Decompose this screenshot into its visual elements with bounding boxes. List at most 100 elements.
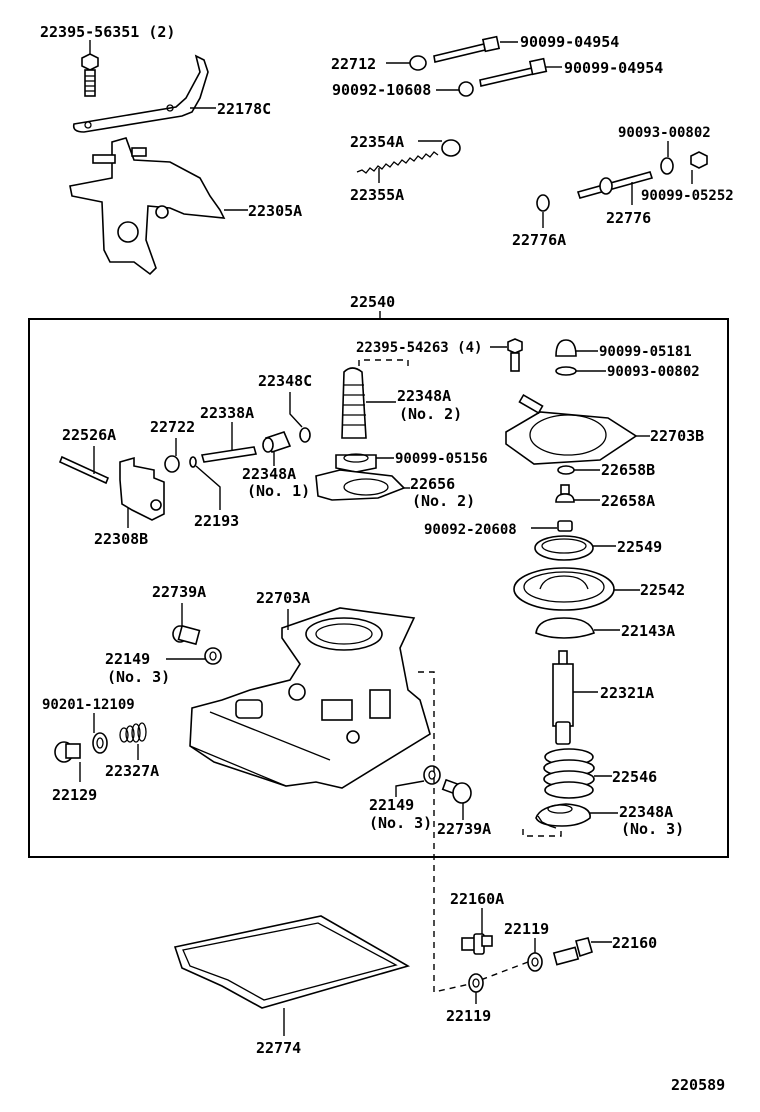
- label-22348A-no2[interactable]: 22348A: [397, 387, 451, 405]
- part-bolt-22395-54263: [490, 338, 523, 372]
- part-washer-90201-12109: [92, 713, 108, 754]
- part-spring-22546: [543, 748, 612, 799]
- part-screw-22776: [576, 171, 654, 205]
- label-90099-05156[interactable]: 90099-05156: [395, 451, 488, 467]
- part-gasket-22149-top: [166, 647, 222, 665]
- part-ring-22193: [189, 456, 221, 510]
- part-spring-22327A: [119, 722, 147, 760]
- label-22739A-bot[interactable]: 22739A: [437, 820, 491, 838]
- label-90092-20608[interactable]: 90092-20608: [424, 522, 517, 538]
- part-union-22160A: [461, 908, 493, 955]
- label-22658A[interactable]: 22658A: [601, 492, 655, 510]
- part-bolt-90099-04954-a: [433, 35, 518, 63]
- label-22143A[interactable]: 22143A: [621, 622, 675, 640]
- label-22149-top-sub[interactable]: (No. 3): [107, 668, 170, 686]
- part-bolt-22395-56351: [81, 40, 99, 97]
- label-90099-05252[interactable]: 90099-05252: [641, 188, 734, 204]
- label-90093-00802-top[interactable]: 90093-00802: [618, 125, 711, 141]
- part-nut-22712: [386, 55, 427, 71]
- part-lever-22308B: [119, 456, 165, 528]
- label-22160[interactable]: 22160: [612, 934, 657, 952]
- part-body-22703A: [189, 607, 431, 789]
- part-bolt-90099-04954-b: [479, 57, 562, 87]
- label-22354A[interactable]: 22354A: [350, 133, 404, 151]
- label-22703B[interactable]: 22703B: [650, 427, 704, 445]
- assembly-frame-22540: [28, 318, 729, 858]
- label-22776A[interactable]: 22776A: [512, 231, 566, 249]
- part-gasket-22774: [173, 915, 411, 1036]
- part-gear-22348A-no3: [535, 803, 618, 829]
- label-22739A-top[interactable]: 22739A: [152, 583, 206, 601]
- bracket-dashed: [358, 359, 409, 366]
- part-plug-22739A-top: [172, 603, 201, 646]
- label-22149-bot-sub[interactable]: (No. 3): [369, 814, 432, 832]
- part-plug-22739A-bot: [441, 778, 472, 820]
- label-90099-04954-a[interactable]: 90099-04954: [520, 33, 619, 51]
- part-nut-22722: [164, 438, 180, 473]
- label-22348A-no3-sub[interactable]: (No. 3): [621, 820, 684, 838]
- label-22395-54263[interactable]: 22395-54263 (4): [356, 340, 482, 356]
- label-22321A[interactable]: 22321A: [600, 684, 654, 702]
- label-22348A-no3[interactable]: 22348A: [619, 803, 673, 821]
- part-bracket-22178C: [72, 54, 216, 133]
- label-22160A[interactable]: 22160A: [450, 890, 504, 908]
- label-22327A[interactable]: 22327A: [105, 762, 159, 780]
- part-seat-22658A: [555, 484, 600, 503]
- label-22395-56351[interactable]: 22395-56351 (2): [40, 23, 175, 41]
- part-shaft-22321A: [552, 650, 598, 745]
- label-22549[interactable]: 22549: [617, 538, 662, 556]
- label-22348A-no1-sub[interactable]: (No. 1): [247, 482, 310, 500]
- label-22149-bot[interactable]: 22149: [369, 796, 414, 814]
- label-22722[interactable]: 22722: [150, 418, 195, 436]
- label-22355A[interactable]: 22355A: [350, 186, 404, 204]
- label-22119-b[interactable]: 22119: [446, 1007, 491, 1025]
- part-washer-22776A: [536, 194, 550, 228]
- label-90093-00802[interactable]: 90093-00802: [607, 364, 700, 380]
- label-22308B[interactable]: 22308B: [94, 530, 148, 548]
- label-90201-12109[interactable]: 90201-12109: [42, 697, 135, 713]
- label-22149-top[interactable]: 22149: [105, 650, 150, 668]
- label-22774[interactable]: 22774: [256, 1039, 301, 1057]
- figure-id: 220589: [671, 1076, 725, 1094]
- part-boot-22348A-no2: [341, 367, 396, 439]
- label-90099-05181[interactable]: 90099-05181: [599, 344, 692, 360]
- part-nut-90099-05181: [555, 339, 598, 357]
- part-gasket-22119-a: [527, 938, 543, 972]
- label-22338A[interactable]: 22338A: [200, 404, 254, 422]
- routing-dashed-line: [418, 671, 529, 993]
- label-22305A[interactable]: 22305A: [248, 202, 302, 220]
- label-22348A-no1[interactable]: 22348A: [242, 465, 296, 483]
- part-plate-22143A: [535, 617, 620, 639]
- label-22712[interactable]: 22712: [331, 55, 376, 73]
- bracket-dashed-gear: [522, 829, 562, 837]
- label-22703A[interactable]: 22703A: [256, 589, 310, 607]
- part-boot-22348C: [289, 392, 311, 443]
- label-22193[interactable]: 22193: [194, 512, 239, 530]
- label-22178C[interactable]: 22178C: [217, 100, 271, 118]
- part-nut-90099-05252: [690, 151, 708, 184]
- label-22542[interactable]: 22542: [640, 581, 685, 599]
- label-22526A[interactable]: 22526A: [62, 426, 116, 444]
- part-nut-90092-20608: [531, 520, 573, 532]
- label-22658B[interactable]: 22658B: [601, 461, 655, 479]
- label-22348A-no2-sub[interactable]: (No. 2): [399, 405, 462, 423]
- label-22348C[interactable]: 22348C: [258, 372, 312, 390]
- part-washer-90093-00802-top: [660, 141, 674, 175]
- part-spring-22355A: [356, 151, 439, 183]
- part-rod-22526A: [58, 446, 110, 485]
- part-nut-90092-10608: [436, 81, 474, 97]
- part-bush-22348A-no1: [262, 431, 292, 466]
- label-22540[interactable]: 22540: [350, 293, 395, 311]
- label-22119-a[interactable]: 22119: [504, 920, 549, 938]
- part-lever-22656-no2: [315, 469, 410, 501]
- part-cover-22703B: [505, 393, 650, 465]
- label-22656[interactable]: 22656: [410, 475, 455, 493]
- part-ring-22658B: [557, 465, 600, 475]
- label-90099-04954-b[interactable]: 90099-04954: [564, 59, 663, 77]
- label-22546[interactable]: 22546: [612, 768, 657, 786]
- label-22776[interactable]: 22776: [606, 209, 651, 227]
- label-22129[interactable]: 22129: [52, 786, 97, 804]
- label-22656-sub[interactable]: (No. 2): [412, 492, 475, 510]
- label-90092-10608[interactable]: 90092-10608: [332, 81, 431, 99]
